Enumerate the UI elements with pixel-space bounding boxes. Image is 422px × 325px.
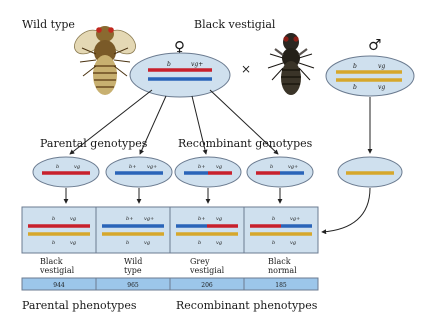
male-gamete [338,157,402,187]
phenotype-name: Black [40,257,63,266]
gamete-3: b+ vg [175,157,241,187]
allele-label: b [126,240,129,246]
parental-genotypes-label: Parental genotypes [40,137,148,150]
allele-label: vg [74,164,80,170]
allele-label: b [272,240,275,246]
male-symbol: ♂ [368,36,381,54]
gamete-4: b vg+ [247,157,313,187]
allele-label: vg [290,240,296,246]
female-parent-chromosomes: b vg+ [130,53,230,97]
phenotype-names: Black vestigial Wild type Grey vestigial… [39,257,297,275]
phenotype-name: vestigial [189,266,225,275]
allele-label: b [56,164,59,170]
allele-label: vg [378,84,385,91]
allele-label: b+ [129,164,136,170]
allele-label: b [198,240,201,246]
allele-label: vg+ [144,216,154,222]
phenotype-name: normal [268,266,297,275]
allele-label: vg [216,164,222,170]
allele-label: b [353,84,357,91]
phenotype-name: Black [268,257,291,266]
allele-label: b+ [198,164,205,170]
recombinant-phenotypes-label: Recombinant phenotypes [176,299,318,312]
allele-label: vg+ [288,164,298,170]
phenotype-name: type [124,266,142,275]
offspring-count: 185 [275,282,287,289]
allele-label: b+ [126,216,133,222]
black-vestigial-fly-icon [268,33,314,95]
recombinant-genotypes-label: Recombinant genotypes [178,137,313,150]
parental-phenotypes-label: Parental phenotypes [22,299,137,312]
cross-symbol: × [241,62,251,76]
allele-label: b+ [198,216,205,222]
allele-label: vg [70,216,76,222]
allele-label: b [167,61,171,68]
phenotype-name: Grey [190,257,210,266]
allele-label: vg [216,216,222,222]
allele-label: b [270,164,273,170]
allele-label: b [52,240,55,246]
male-parent-chromosomes: b vg b vg [326,56,414,96]
allele-label: vg [378,63,385,70]
allele-label: vg [144,240,150,246]
allele-label: b [52,216,55,222]
black-vestigial-label: Black vestigial [194,18,276,31]
offspring-count: 965 [127,282,139,289]
gamete-2: b+ vg+ [106,157,172,187]
offspring-table: b vg b vg b+ vg+ b vg b+ vg b vg b vg+ b… [22,207,318,253]
gamete-1: b vg [33,157,99,187]
allele-label: vg+ [147,164,157,170]
phenotype-name: vestigial [39,266,75,275]
offspring-count: 944 [53,282,65,289]
wild-type-fly-icon [70,25,140,95]
allele-label: b [272,216,275,222]
offspring-count: 206 [201,282,213,289]
allele-label: vg+ [191,61,203,68]
allele-label: vg [216,240,222,246]
allele-label: b [353,63,357,70]
allele-label: vg+ [290,216,300,222]
allele-label: vg [70,240,76,246]
phenotype-name: Wild [124,257,142,266]
wild-type-label: Wild type [22,18,75,31]
counts-bar: 944 965 206 185 [22,278,318,290]
